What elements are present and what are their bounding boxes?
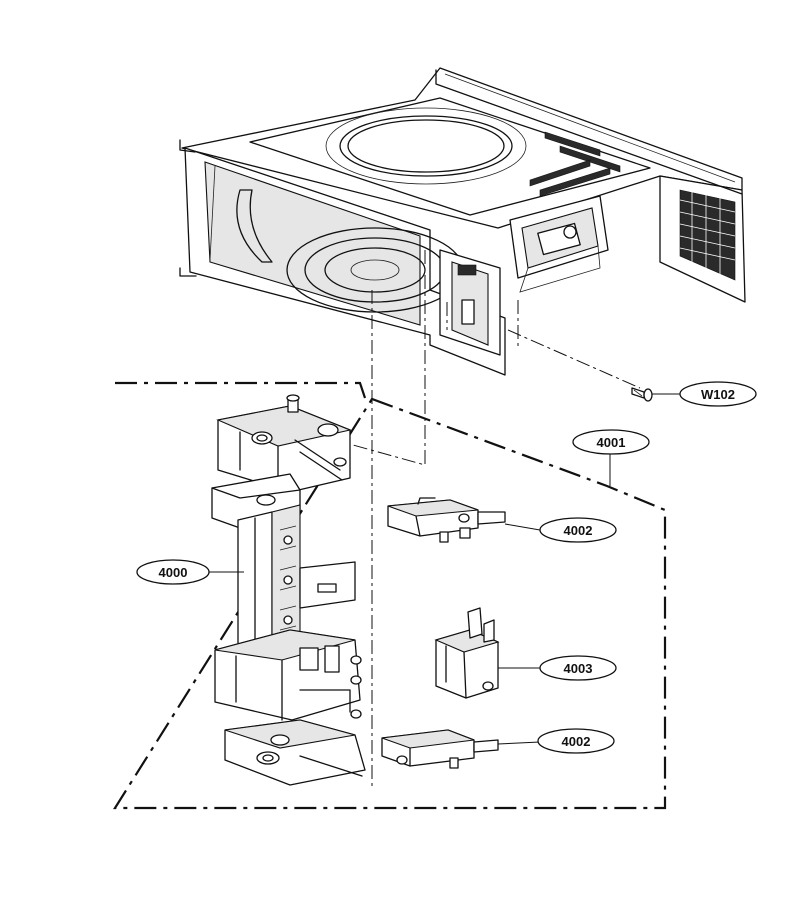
latch-bracket — [439, 249, 501, 356]
4002-lower-leader — [497, 741, 541, 745]
4001-label: 4001 — [597, 435, 626, 450]
4001-oval — [572, 429, 650, 455]
kit-frame-4001 — [113, 381, 667, 810]
4002-upper-label: 4002 — [564, 523, 593, 538]
4002-lower-label: 4002 — [562, 734, 591, 749]
latch-housing-4000 — [211, 394, 366, 786]
w102-oval — [679, 381, 757, 407]
top-vent-slots — [529, 131, 621, 197]
micro-switch-4002-upper — [387, 497, 506, 543]
side-vent-grille — [679, 189, 736, 281]
4002-upper-leader — [504, 523, 541, 531]
micro-switch-4002-lower — [381, 729, 499, 769]
oven-cavity-assembly — [179, 67, 746, 376]
4000-oval — [136, 559, 210, 585]
4002-upper-oval — [539, 517, 617, 543]
4003-oval — [539, 655, 617, 681]
screw-w102 — [631, 387, 653, 402]
electronics-module — [509, 195, 609, 293]
4002-lower-oval — [537, 728, 615, 754]
4000-label: 4000 — [159, 565, 188, 580]
w102-label: W102 — [701, 387, 735, 402]
projection-lines — [334, 250, 641, 790]
4003-label: 4003 — [564, 661, 593, 676]
micro-switch-4003 — [434, 607, 500, 699]
